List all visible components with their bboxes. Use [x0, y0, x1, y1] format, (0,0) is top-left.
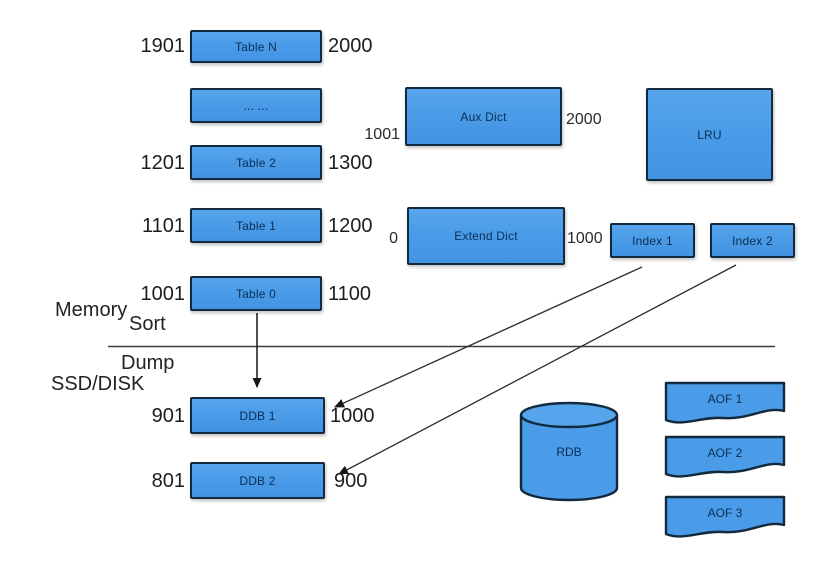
- ddb-2-box: DDB 2: [190, 462, 325, 499]
- table-n-box: Table N: [190, 30, 322, 63]
- aux-dict-start-label: 1001: [364, 126, 400, 143]
- ssd-disk-label: SSD/DISK: [51, 373, 145, 395]
- table-1-end-label: 1200: [328, 215, 373, 237]
- table-2-box: Table 2: [190, 145, 322, 180]
- ddb-1-start-label: 901: [151, 405, 185, 427]
- aux-dict-end-label: 2000: [566, 111, 602, 128]
- table-n-start-label: 1901: [140, 35, 186, 57]
- table-2-end-label: 1300: [328, 152, 373, 174]
- arrow-index1-to-ddb1: [334, 266, 643, 408]
- index-1-box: Index 1: [610, 223, 695, 258]
- ddb-2-start-label: 801: [151, 470, 185, 492]
- aof-1-shape: [664, 381, 786, 424]
- sort-label: Sort: [129, 313, 166, 335]
- aof-3-shape: [664, 495, 786, 538]
- ddb-1-end-label: 1000: [330, 405, 375, 427]
- memory-label: Memory: [55, 299, 128, 321]
- ddb-2-end-label: 900: [334, 470, 368, 492]
- extend-dict-end-label: 1000: [567, 230, 603, 247]
- table-n-end-label: 2000: [328, 35, 373, 57]
- ddb-1-box: DDB 1: [190, 397, 325, 434]
- lru-box: LRU: [646, 88, 773, 181]
- dump-label: Dump: [121, 352, 175, 374]
- extend-dict-box: Extend Dict: [407, 207, 565, 265]
- table-1-start-label: 1101: [141, 215, 185, 237]
- ellipsis-box: ... ...: [190, 88, 322, 123]
- table-0-start-label: 1001: [140, 283, 186, 305]
- aux-dict-box: Aux Dict: [405, 87, 562, 146]
- table-0-end-label: 1100: [328, 283, 372, 305]
- table-2-start-label: 1201: [140, 152, 186, 174]
- table-0-box: Table 0: [190, 276, 322, 311]
- extend-dict-start-label: 0: [389, 230, 398, 247]
- index-2-box: Index 2: [710, 223, 795, 258]
- table-1-box: Table 1: [190, 208, 322, 243]
- aof-2-shape: [664, 435, 786, 478]
- rdb-cylinder: [519, 401, 619, 502]
